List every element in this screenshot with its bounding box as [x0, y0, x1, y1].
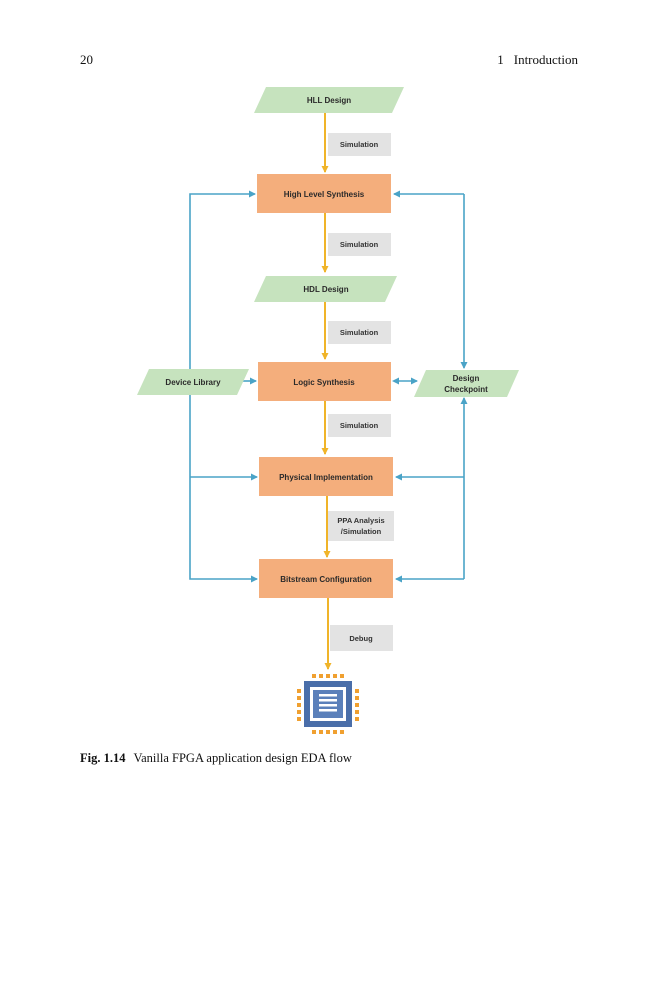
logic-synthesis-node: Logic Synthesis [258, 362, 391, 401]
simulation-step-3: Simulation [328, 321, 391, 344]
svg-text:Physical Implementation: Physical Implementation [279, 473, 373, 482]
svg-text:Simulation: Simulation [340, 421, 379, 430]
svg-text:Simulation: Simulation [340, 328, 379, 337]
main-flow-arrows [321, 113, 332, 670]
feedback-arrow [189, 190, 256, 372]
hdl-design-node: HDL Design [254, 276, 397, 302]
ppa-analysis-step: PPA Analysis /Simulation [328, 511, 394, 541]
svg-text:Logic Synthesis: Logic Synthesis [293, 378, 355, 387]
figure-caption: Fig. 1.14 Vanilla FPGA application design… [80, 751, 352, 766]
chapter-title: Introduction [513, 52, 578, 67]
svg-text:Checkpoint: Checkpoint [444, 385, 488, 394]
figure-caption-text: Vanilla FPGA application design EDA flow [133, 751, 352, 765]
feedback-arrows [189, 190, 468, 583]
design-checkpoint-node: Design Checkpoint [414, 370, 519, 397]
svg-text:PPA Analysis: PPA Analysis [337, 516, 384, 525]
simulation-step-4: Simulation [328, 414, 391, 437]
debug-step: Debug [330, 625, 393, 651]
high-level-synthesis-node: High Level Synthesis [257, 174, 391, 213]
svg-text:HLL Design: HLL Design [307, 96, 351, 105]
svg-text:Simulation: Simulation [340, 140, 379, 149]
figure-label: Fig. 1.14 [80, 751, 126, 765]
device-library-node: Device Library [137, 369, 249, 395]
chapter-number: 1 [497, 52, 504, 67]
page-number: 20 [80, 52, 93, 67]
hll-design-node: HLL Design [254, 87, 404, 113]
svg-text:Simulation: Simulation [340, 240, 379, 249]
svg-text:Design: Design [453, 374, 480, 383]
eda-flow-diagram: HLL Design HDL Design Device Library Des… [137, 87, 519, 734]
feedback-arrow [189, 392, 258, 583]
svg-text:Device Library: Device Library [165, 378, 221, 387]
svg-text:High Level Synthesis: High Level Synthesis [284, 190, 365, 199]
svg-text:HDL Design: HDL Design [303, 285, 348, 294]
bitstream-configuration-node: Bitstream Configuration [259, 559, 393, 598]
simulation-step-1: Simulation [328, 133, 391, 156]
svg-text:Debug: Debug [349, 634, 373, 643]
physical-implementation-node: Physical Implementation [259, 457, 393, 496]
fpga-chip-icon [297, 674, 359, 734]
simulation-step-2: Simulation [328, 233, 391, 256]
running-head: 1 Introduction [497, 52, 578, 68]
svg-text:/Simulation: /Simulation [341, 527, 382, 536]
svg-text:Bitstream Configuration: Bitstream Configuration [280, 575, 372, 584]
